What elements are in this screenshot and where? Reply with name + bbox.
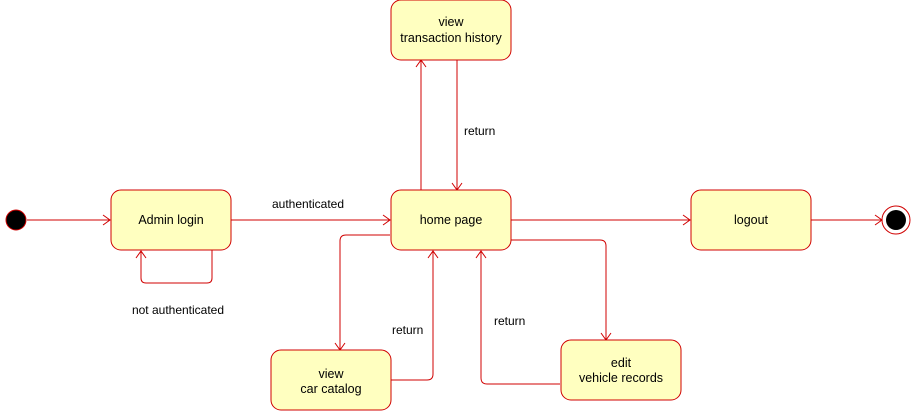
state-label-transaction-line1: view bbox=[438, 15, 464, 29]
state-edit-vehicle-records: edit vehicle records bbox=[560, 339, 682, 401]
edge-label-return-catalog: return bbox=[392, 323, 423, 337]
state-label-transaction-line2: transaction history bbox=[400, 31, 502, 45]
edge-label-authenticated: authenticated bbox=[272, 197, 344, 211]
edge-home-to-transaction-history bbox=[415, 59, 427, 190]
state-label-catalog-line2: car catalog bbox=[300, 382, 361, 396]
edge-transaction-history-return: return bbox=[451, 60, 495, 191]
edge-initial-to-admin-login bbox=[27, 214, 111, 226]
edge-label-not-authenticated: not authenticated bbox=[132, 303, 224, 317]
edge-label-return-records: return bbox=[494, 314, 525, 328]
state-label-catalog-line1: view bbox=[318, 367, 344, 381]
state-label-home-page: home page bbox=[420, 213, 483, 227]
state-home-page: home page bbox=[390, 189, 512, 251]
edge-not-authenticated: not authenticated bbox=[132, 250, 224, 317]
edge-authenticated: authenticated bbox=[231, 197, 391, 226]
state-logout: logout bbox=[690, 189, 812, 251]
final-state-icon bbox=[881, 205, 911, 235]
edge-home-to-logout bbox=[511, 214, 691, 226]
state-label-admin-login: Admin login bbox=[138, 213, 203, 227]
state-view-car-catalog: view car catalog bbox=[270, 349, 392, 411]
edge-home-to-vehicle-records bbox=[511, 239, 612, 341]
state-admin-login: Admin login bbox=[110, 189, 232, 251]
edge-vehicle-records-return: return bbox=[475, 250, 560, 385]
initial-state-icon bbox=[5, 209, 27, 231]
edge-logout-to-final bbox=[811, 214, 883, 226]
state-label-records-line2: vehicle records bbox=[579, 371, 663, 385]
state-label-logout: logout bbox=[734, 213, 769, 227]
edge-label-return-transaction: return bbox=[464, 124, 495, 138]
edge-car-catalog-return: return bbox=[390, 250, 439, 381]
edge-home-to-car-catalog bbox=[334, 234, 390, 351]
state-view-transaction-history: view transaction history bbox=[390, 0, 512, 61]
state-label-records-line1: edit bbox=[611, 356, 632, 370]
